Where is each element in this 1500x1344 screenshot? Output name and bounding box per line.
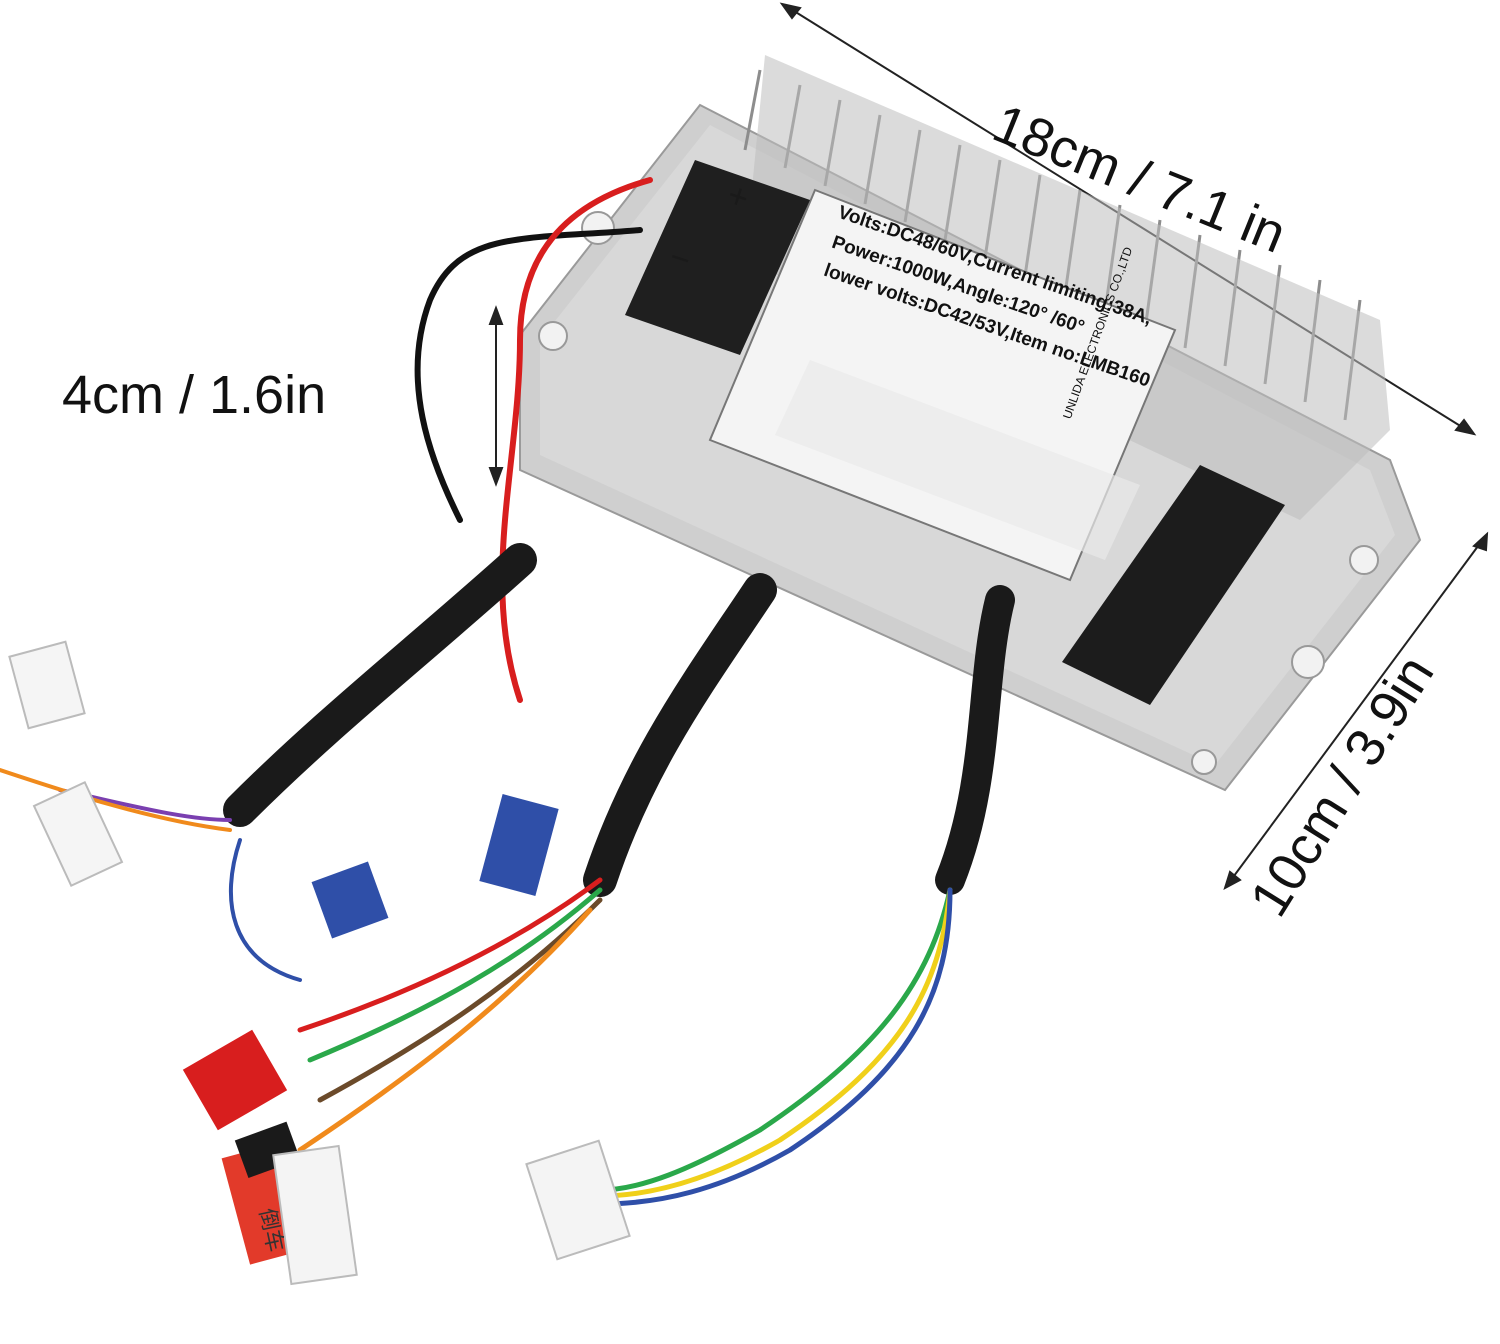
dimension-arrow-height bbox=[488, 305, 504, 487]
hall-connector bbox=[525, 1139, 631, 1261]
power-terminal-block bbox=[625, 160, 810, 355]
blue-connector-1 bbox=[479, 794, 559, 896]
white-connector-left bbox=[8, 640, 86, 730]
red-connector-2 bbox=[221, 1145, 299, 1265]
dimension-arrow-width bbox=[1223, 531, 1489, 891]
red-connector-1 bbox=[182, 1029, 288, 1131]
white-tag-connector bbox=[272, 1144, 358, 1286]
spec-sticker-table bbox=[775, 360, 1140, 560]
blue-connector-2 bbox=[311, 861, 389, 939]
height-dimension-label: 4cm / 1.6in bbox=[62, 365, 327, 425]
phase-terminal-block bbox=[1062, 465, 1285, 705]
white-connector-small bbox=[32, 780, 124, 888]
wiring-harness bbox=[0, 177, 1015, 1207]
